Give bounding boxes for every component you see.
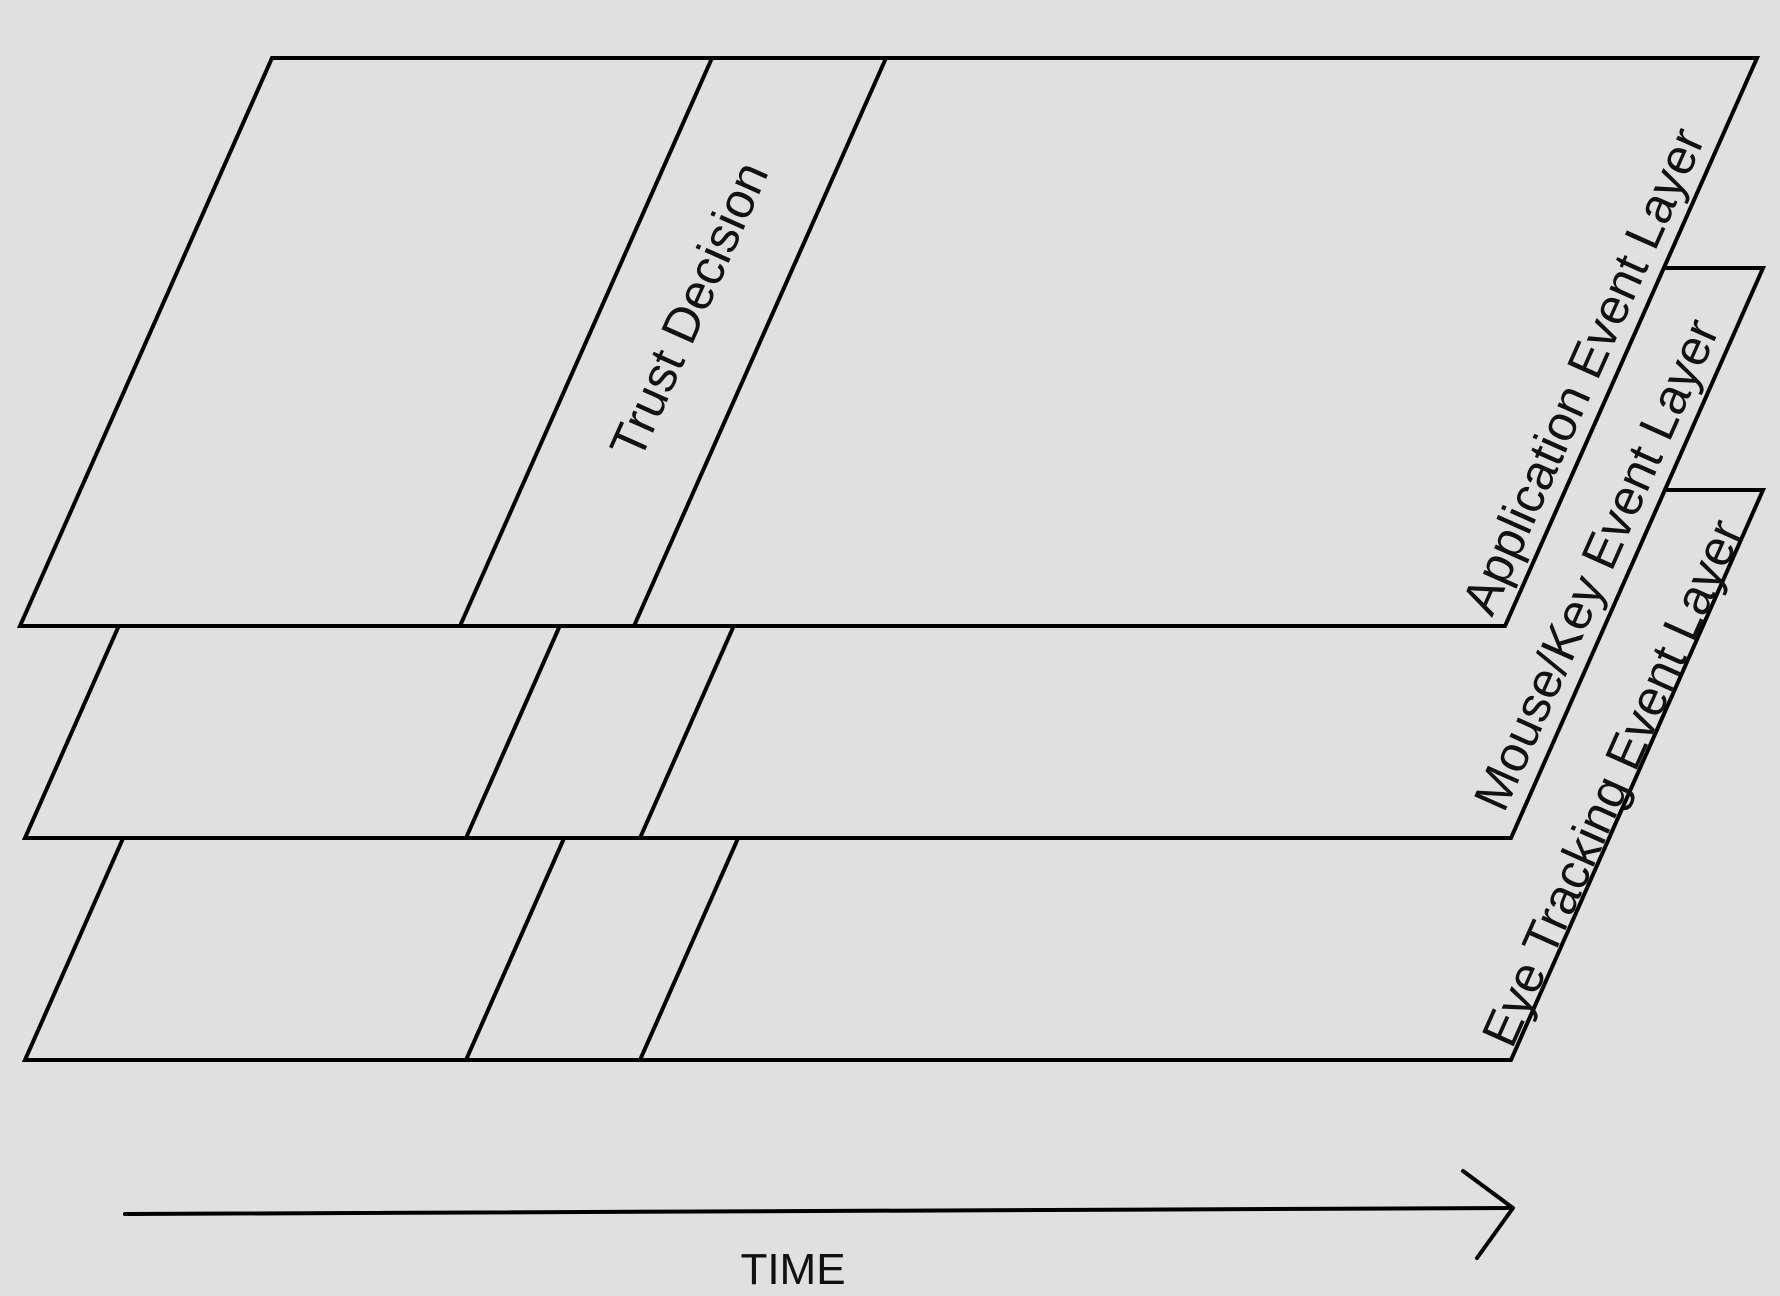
time-axis-arrowhead — [1461, 1169, 1515, 1260]
application-event-layer: Trust Decision Application Event Layer — [16, 56, 1761, 628]
time-axis-label: TIME — [740, 1245, 845, 1294]
application-band-start-line — [458, 57, 714, 627]
time-axis-line — [123, 1206, 1512, 1216]
application-layer-plane — [16, 56, 1761, 628]
time-axis: TIME — [123, 1169, 1515, 1294]
application-band-end-line — [632, 57, 888, 627]
